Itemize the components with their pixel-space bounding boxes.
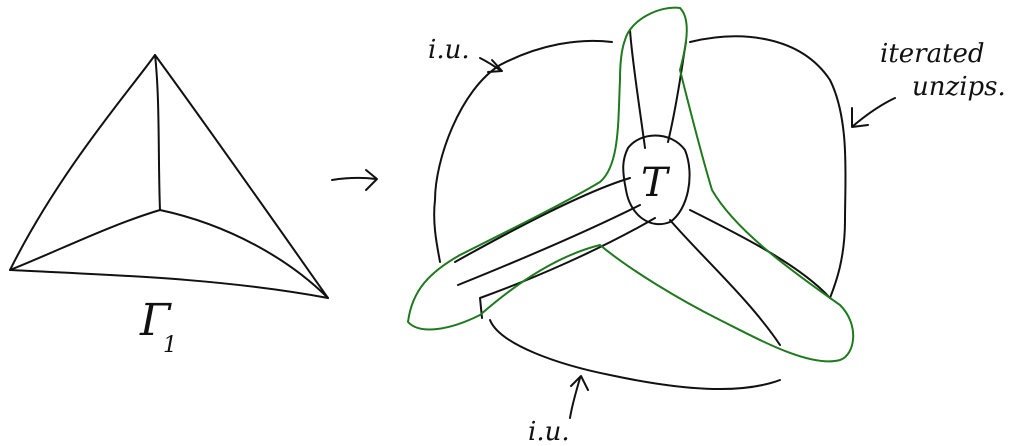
right-arrow-icon bbox=[332, 170, 377, 190]
strip-lower-right-b bbox=[690, 210, 830, 298]
gamma-graph bbox=[10, 55, 328, 298]
left-lobe bbox=[434, 41, 612, 262]
green-unzip-curve bbox=[408, 8, 853, 362]
right-lobe bbox=[690, 36, 846, 298]
center-vertex-label: T bbox=[641, 160, 671, 206]
down-left-arrow-icon bbox=[852, 98, 895, 127]
edge-top-to-center bbox=[155, 55, 160, 210]
iterated-label-line2: unzips. bbox=[912, 72, 1006, 102]
iterated-label-line1: iterated bbox=[880, 39, 985, 69]
gamma-subscript: 1 bbox=[163, 333, 177, 358]
strip-top-left bbox=[630, 30, 645, 148]
iu-top-label: i.u. bbox=[428, 35, 470, 65]
iu-bottom-label: i.u. bbox=[528, 417, 570, 446]
edge-center-to-left bbox=[10, 210, 160, 270]
outer-triangle bbox=[10, 55, 328, 298]
black-surface bbox=[434, 30, 845, 389]
up-arrow-icon bbox=[570, 376, 588, 418]
strip-lower-right-a bbox=[670, 220, 780, 345]
bottom-lobe bbox=[490, 320, 780, 389]
